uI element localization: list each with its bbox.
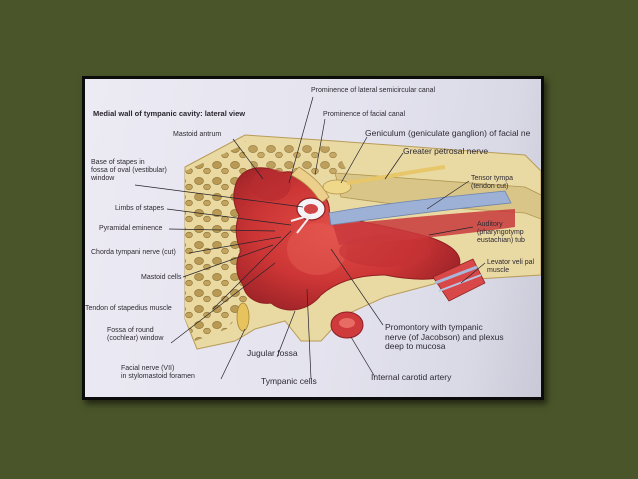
- label-promontory: Promontory with tympanic nerve (of Jacob…: [385, 322, 504, 351]
- label-facial-canal: Prominence of facial canal: [323, 111, 406, 118]
- label-fossa-of-round-window: Fossa of round (cochlear) window: [107, 327, 164, 342]
- label-lateral-semicircular-canal: Prominence of lateral semicircular canal: [311, 87, 436, 94]
- label-pyramidal-eminence: Pyramidal eminence: [99, 225, 163, 232]
- label-mastoid-antrum: Mastoid antrum: [173, 131, 222, 138]
- label-internal-carotid-artery: Internal carotid artery: [371, 372, 452, 382]
- label-jugular-fossa: Jugular fossa: [247, 348, 298, 358]
- label-geniculum: Geniculum (geniculate ganglion) of facia…: [365, 128, 531, 138]
- ear-illustration: [134, 96, 541, 380]
- anatomy-photo: Medial wall of tympanic cavity: lateral …: [85, 79, 541, 397]
- label-limbs-of-stapes: Limbs of stapes: [115, 205, 165, 212]
- label-tendon-of-stapedius: Tendon of stapedius muscle: [85, 305, 172, 312]
- photo-frame: Medial wall of tympanic cavity: lateral …: [82, 76, 544, 400]
- label-auditory-tube: Auditory (pharyngotymp eustachian) tub: [477, 221, 525, 244]
- label-base-of-stapes: Base of stapes in fossa of oval (vestibu…: [91, 159, 167, 182]
- label-chorda-tympani: Chorda tympani nerve (cut): [91, 249, 176, 256]
- label-levator-veli-palatini: Levator veli pal muscle: [487, 259, 535, 274]
- label-facial-nerve: Facial nerve (VII) in stylomastoid foram…: [121, 365, 195, 380]
- label-greater-petrosal-nerve: Greater petrosal nerve: [403, 146, 489, 156]
- label-mastoid-cells: Mastoid cells: [141, 274, 182, 281]
- label-tympanic-cells: Tympanic cells: [261, 376, 317, 386]
- label-tensor-tympani: Tensor tympa (tendon cut): [471, 175, 514, 190]
- figure-title: Medial wall of tympanic cavity: lateral …: [93, 109, 246, 118]
